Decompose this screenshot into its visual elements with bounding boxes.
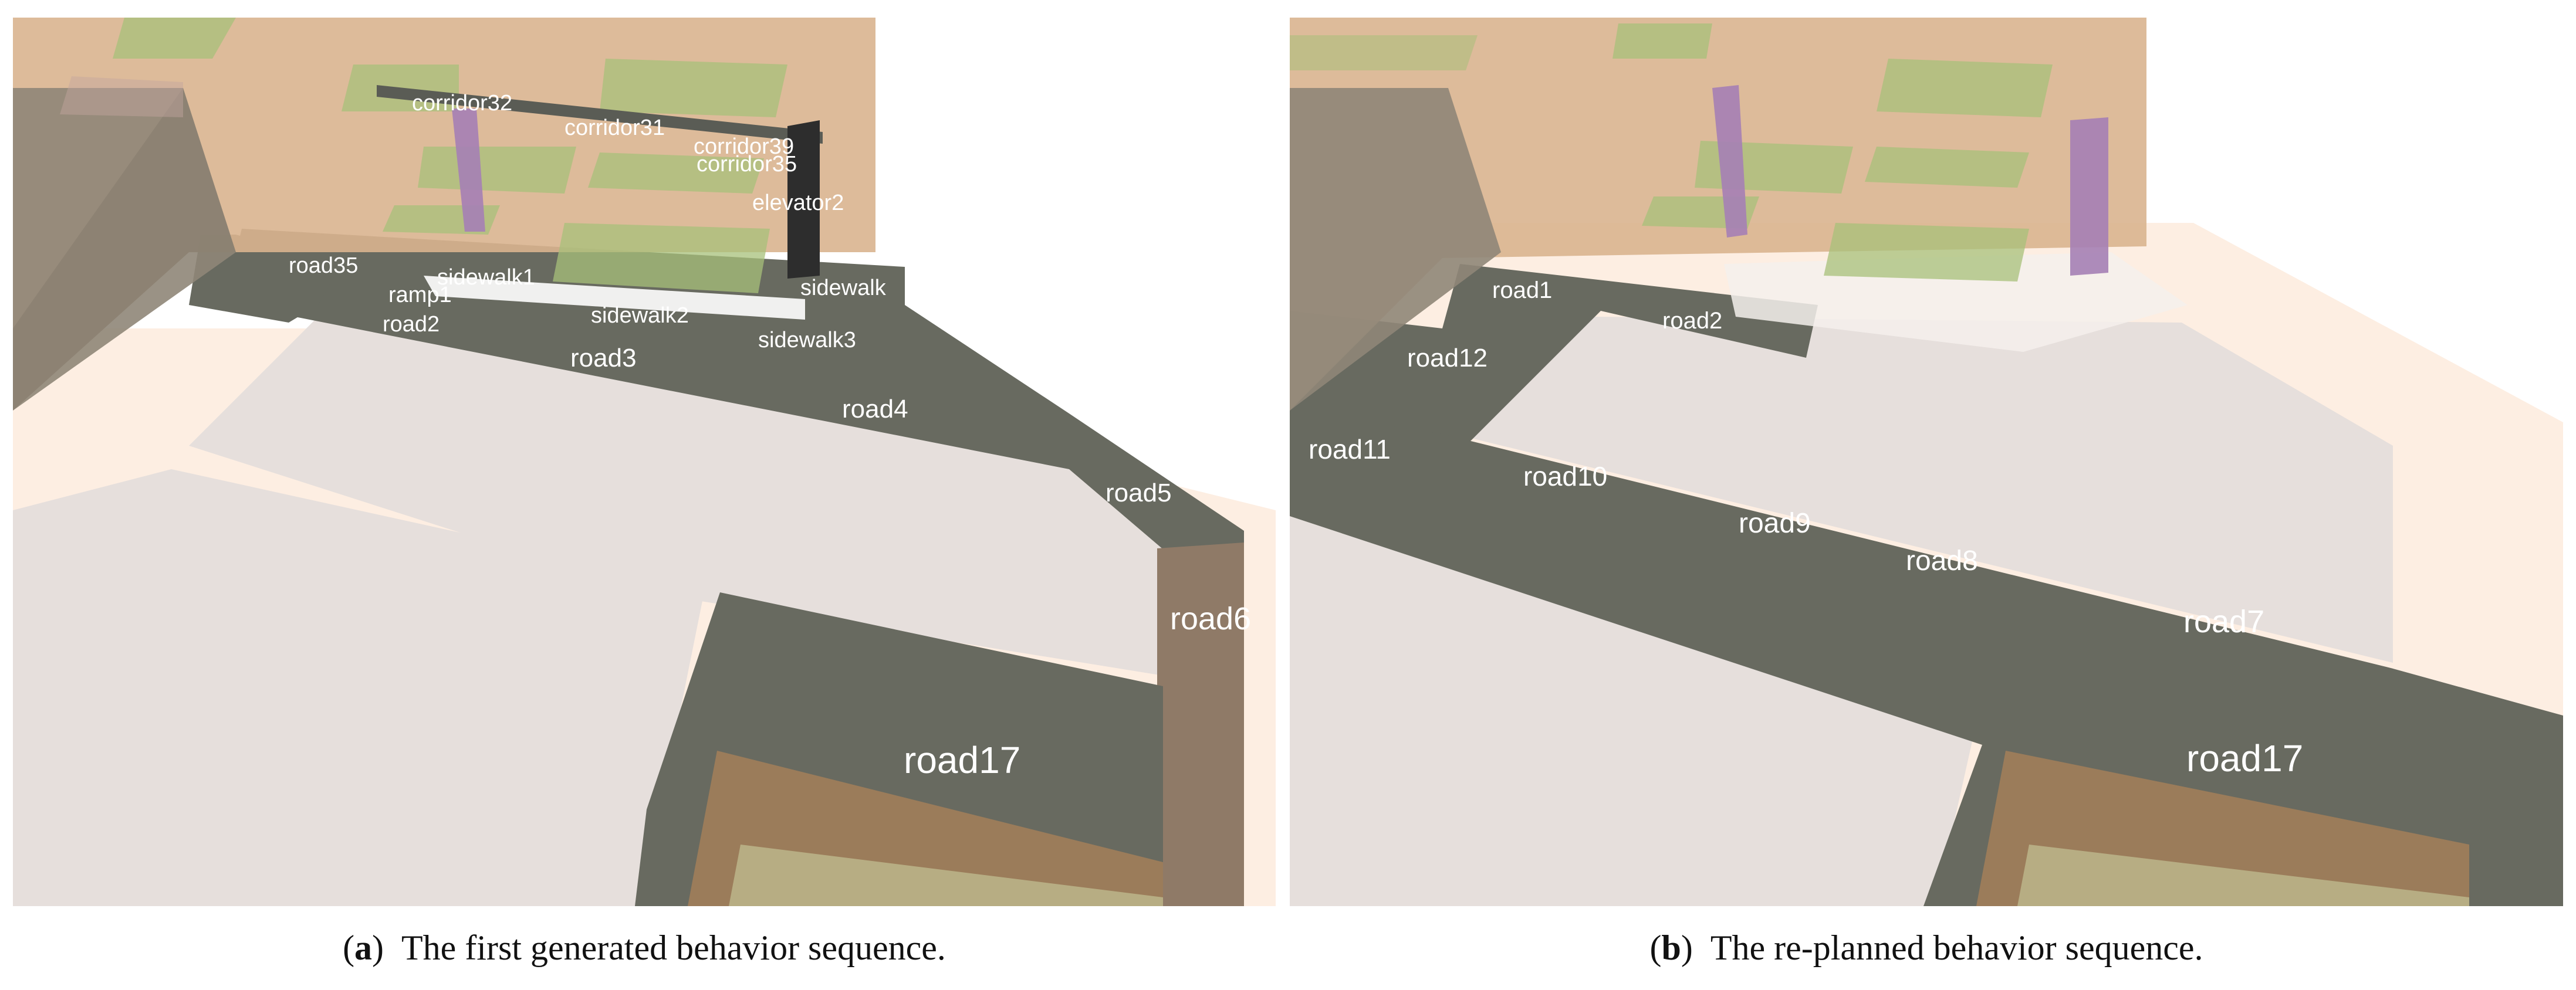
label-sidewalk3: sidewalk3	[758, 328, 856, 352]
city-block-lower	[13, 469, 705, 906]
elevator-shaft-purple	[452, 109, 485, 232]
caption-text-a: The first generated behavior sequence.	[401, 928, 946, 967]
floor-plate	[1865, 147, 2029, 188]
scene-panel-a: corridor32 corridor31 corridor39 corrido…	[13, 0, 1276, 906]
floor-plate	[113, 18, 236, 59]
road-strip-left	[1290, 264, 1818, 446]
floor-plate	[553, 223, 770, 293]
label-road8: road8	[1906, 545, 1978, 577]
road6-segment	[1157, 543, 1244, 906]
elevator-shaft-purple	[1712, 85, 1747, 238]
floor-plate	[600, 59, 787, 117]
building-shadow-face	[13, 88, 236, 411]
corridor-path	[377, 85, 823, 144]
caption-panel-b: (b) The re-planned behavior sequence.	[1649, 928, 2203, 967]
label-corridor35: corridor35	[697, 152, 797, 177]
label-ramp1: ramp1	[388, 283, 452, 307]
label-road3: road3	[570, 344, 637, 372]
floor-plate	[588, 152, 764, 194]
label-road5: road5	[1106, 479, 1172, 507]
label-road10: road10	[1523, 461, 1607, 491]
floor-plate	[418, 147, 576, 194]
label-corridor39: corridor39	[694, 134, 794, 159]
label-road17: road17	[904, 739, 1020, 781]
building-side-shadow	[13, 88, 236, 411]
scene-panel-b: road1 road2 road12 road11 road10 road9 r…	[1290, 0, 2563, 906]
label-road1: road1	[1492, 277, 1552, 303]
caption-text-b: The re-planned behavior sequence.	[1710, 928, 2203, 967]
floor-plate	[1290, 35, 1478, 70]
label-corridor31: corridor31	[564, 116, 665, 140]
label-road11: road11	[1309, 434, 1391, 465]
building-side-shadow	[1290, 88, 1501, 411]
label-sidewalk2: sidewalk2	[591, 303, 689, 328]
corridor-band	[60, 76, 183, 117]
caption-panel-a: (a) The first generated behavior sequenc…	[343, 928, 946, 967]
sidewalk-area	[1724, 252, 2188, 352]
label-road6: road6	[1170, 601, 1251, 636]
building-lower-roof	[2017, 845, 2469, 906]
building-lower-roof	[729, 845, 1163, 906]
floor-plate	[1612, 23, 1712, 59]
label-road17: road17	[2186, 737, 2303, 779]
label-sidewalk-a: sidewalk	[800, 276, 887, 300]
scene-a-canvas: corridor32 corridor31 corridor39 corrido…	[13, 0, 1276, 906]
label-sidewalk1: sidewalk1	[437, 265, 535, 290]
label-road35: road35	[289, 253, 358, 278]
label-corridor32: corridor32	[412, 91, 512, 116]
elevator-shaft-dark	[787, 120, 820, 279]
elevator-shaft-purple-right	[2070, 117, 2108, 276]
floor-plate	[1877, 59, 2053, 117]
floor-plate	[1824, 223, 2029, 282]
label-road2: road2	[383, 312, 440, 337]
label-road2: road2	[1662, 308, 1722, 334]
caption-tag-b: b	[1661, 928, 1681, 967]
sidewalk-path	[424, 276, 805, 320]
label-elevator2: elevator2	[752, 191, 844, 215]
caption-tag-a: a	[354, 928, 373, 967]
city-block-upper	[1454, 317, 2393, 663]
road-strip-top	[230, 229, 1244, 572]
label-road7: road7	[2183, 604, 2264, 639]
label-road9: road9	[1739, 508, 1811, 539]
label-road12: road12	[1407, 344, 1488, 372]
scene-b-canvas: road1 road2 road12 road11 road10 road9 r…	[1290, 0, 2563, 906]
label-road4: road4	[842, 395, 908, 423]
city-block-upper	[189, 317, 1192, 680]
